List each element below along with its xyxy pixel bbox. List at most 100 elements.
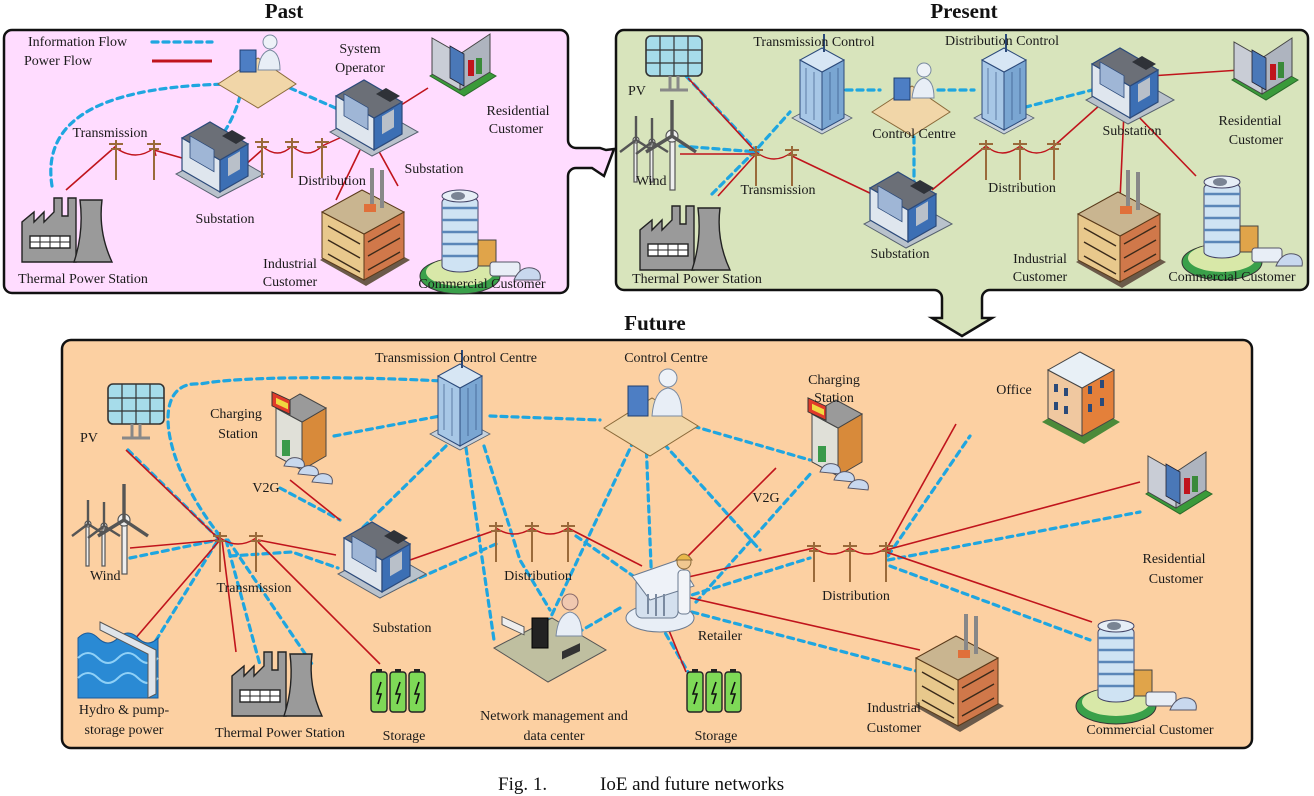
info-link (644, 438, 654, 592)
power-link (257, 539, 337, 556)
past-title: Past (265, 0, 304, 23)
label-transmission-control-centre: Transmission Control Centre (375, 351, 537, 366)
label-substation: Substation (1102, 124, 1161, 139)
present-title: Present (930, 0, 997, 23)
legend: Information Flow Power Flow (24, 35, 214, 69)
power-link (129, 539, 221, 549)
label-industrial: Industrial (1013, 252, 1067, 267)
info-link (49, 82, 232, 188)
label-substation: Substation (870, 247, 929, 262)
label-commercial: Commercial Customer (1086, 723, 1213, 738)
power-link (375, 145, 399, 187)
legend-power-label: Power Flow (24, 54, 93, 69)
info-link (574, 534, 638, 580)
label-system-operator: Operator (335, 61, 385, 76)
label-distribution-control: Distribution Control (945, 34, 1059, 49)
power-link (1133, 111, 1197, 177)
label-control-centre: Control Centre (872, 127, 956, 142)
power-link (667, 627, 687, 673)
power-link (679, 467, 777, 565)
label-hydro: storage power (85, 723, 164, 738)
past-content: Information Flow Power Flow Sys (18, 33, 550, 296)
info-link (886, 434, 972, 558)
label-wind: Wind (90, 569, 121, 584)
info-link (888, 564, 1092, 642)
label-charging-station: Charging (808, 373, 860, 388)
label-thermal: Thermal Power Station (18, 272, 148, 287)
label-residential: Customer (1229, 133, 1284, 148)
battery-storage-icon (370, 668, 426, 713)
power-link (1149, 69, 1241, 77)
label-industrial: Industrial (263, 257, 317, 272)
label-thermal: Thermal Power Station (632, 272, 762, 287)
label-v2g: V2G (252, 481, 279, 496)
label-pv: PV (628, 84, 646, 99)
power-link (681, 595, 921, 651)
label-commercial: Commercial Customer (1168, 270, 1295, 285)
label-system-operator: System (339, 42, 380, 57)
info-link (662, 442, 762, 552)
legend-info-label: Information Flow (28, 35, 128, 50)
label-wind: Wind (636, 174, 667, 189)
power-link (567, 527, 643, 567)
label-substation: Substation (404, 162, 463, 177)
label-substation: Substation (195, 212, 254, 227)
label-charging-station: Station (814, 391, 854, 406)
power-link (153, 149, 183, 159)
info-link (488, 414, 602, 422)
info-link (1012, 86, 1102, 112)
power-link (125, 449, 221, 541)
info-link (332, 414, 442, 438)
label-residential: Residential (487, 104, 550, 119)
label-transmission-control: Transmission Control (753, 35, 874, 50)
power-link (931, 145, 987, 191)
info-link (166, 376, 462, 538)
info-link (224, 538, 262, 667)
label-distribution: Distribution (504, 569, 572, 584)
info-link (694, 470, 814, 604)
label-storage: Storage (695, 729, 738, 744)
label-distribution: Distribution (822, 589, 890, 604)
label-transmission: Transmission (741, 183, 816, 198)
power-link (65, 145, 117, 191)
label-charging-station: Station (218, 427, 258, 442)
power-link (791, 155, 877, 197)
label-residential: Customer (489, 122, 544, 137)
battery-storage-icon (686, 668, 742, 713)
label-storage: Storage (383, 729, 426, 744)
future-content: Transmission Control Centre Control Cent… (70, 349, 1214, 744)
power-link (687, 77, 757, 153)
label-retailer: Retailer (698, 629, 743, 644)
label-industrial: Customer (867, 721, 922, 736)
info-link (278, 486, 342, 522)
label-control-centre: Control Centre (624, 351, 708, 366)
info-link (538, 438, 636, 642)
info-link (690, 610, 922, 674)
power-link (133, 539, 221, 641)
power-link (885, 481, 1141, 551)
label-v2g: V2G (752, 491, 779, 506)
info-link (348, 444, 448, 542)
figure-caption: IoE and future networks (600, 774, 784, 795)
power-link (335, 149, 361, 201)
info-link (148, 538, 220, 652)
label-hydro: Hydro & pump- (79, 703, 170, 718)
power-link (885, 551, 1093, 623)
label-transmission: Transmission (73, 126, 148, 141)
info-link (288, 86, 342, 112)
power-link (683, 547, 815, 579)
power-link (221, 539, 237, 653)
figure-number: Fig. 1. (498, 774, 547, 795)
label-residential: Residential (1219, 114, 1282, 129)
future-title: Future (624, 311, 685, 335)
label-residential: Customer (1149, 572, 1204, 587)
label-pv: PV (80, 431, 98, 446)
label-industrial: Customer (1013, 270, 1068, 285)
label-commercial: Commercial Customer (418, 277, 545, 292)
label-industrial: Customer (263, 275, 318, 290)
label-thermal: Thermal Power Station (215, 726, 345, 741)
info-link (128, 538, 220, 560)
label-distribution: Distribution (298, 174, 366, 189)
power-link (717, 153, 757, 197)
